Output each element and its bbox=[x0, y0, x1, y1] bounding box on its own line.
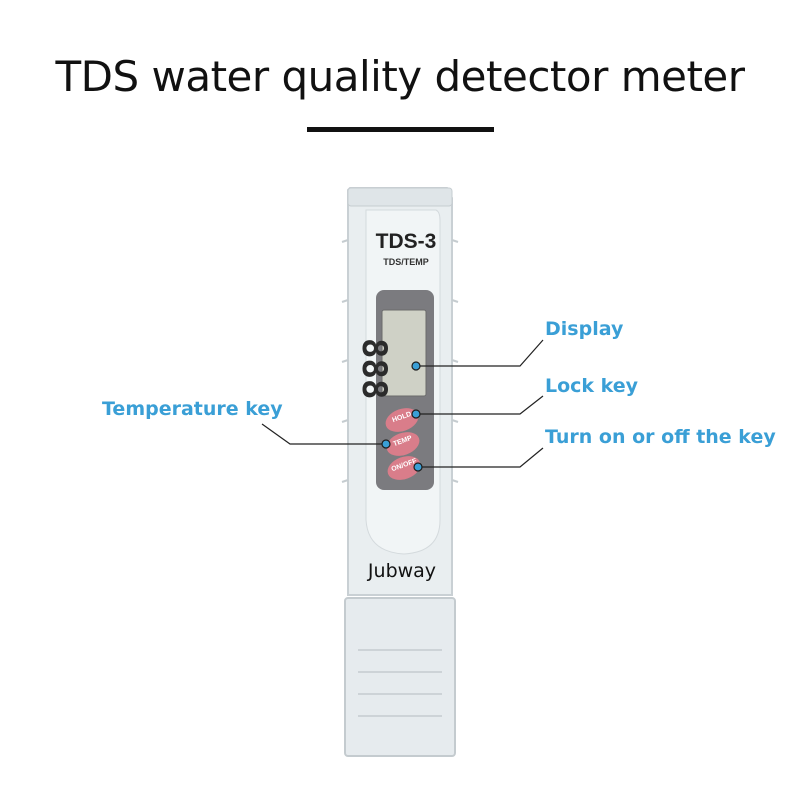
title-underline bbox=[307, 127, 494, 132]
meter-top-cap bbox=[347, 187, 453, 207]
lock-callout-line bbox=[416, 395, 544, 415]
lock-key-label: Lock key bbox=[545, 375, 639, 397]
temperature-callout-line bbox=[261, 423, 386, 445]
temp-button bbox=[386, 432, 420, 456]
onoff-button bbox=[387, 456, 421, 480]
lock-callout-dot bbox=[411, 409, 421, 419]
brand-label: Jubway bbox=[367, 560, 437, 582]
display-callout-dot bbox=[411, 361, 421, 371]
model-sub-label: TDS/TEMP bbox=[383, 257, 429, 267]
display-label: Display bbox=[545, 318, 624, 340]
temperature-key-label: Temperature key bbox=[102, 398, 283, 420]
lower-sleeve bbox=[344, 597, 456, 757]
lcd-reading: 888 bbox=[354, 338, 394, 400]
power-callout-line bbox=[418, 447, 544, 468]
page-title: TDS water quality detector meter bbox=[55, 52, 745, 101]
power-callout-dot bbox=[413, 462, 423, 472]
display-callout-line bbox=[416, 339, 544, 367]
temperature-callout-dot bbox=[381, 439, 391, 449]
hold-button bbox=[385, 408, 419, 432]
model-label: TDS-3 bbox=[375, 230, 437, 253]
lcd-screen bbox=[381, 309, 427, 397]
power-key-label: Turn on or off the key bbox=[545, 426, 776, 448]
